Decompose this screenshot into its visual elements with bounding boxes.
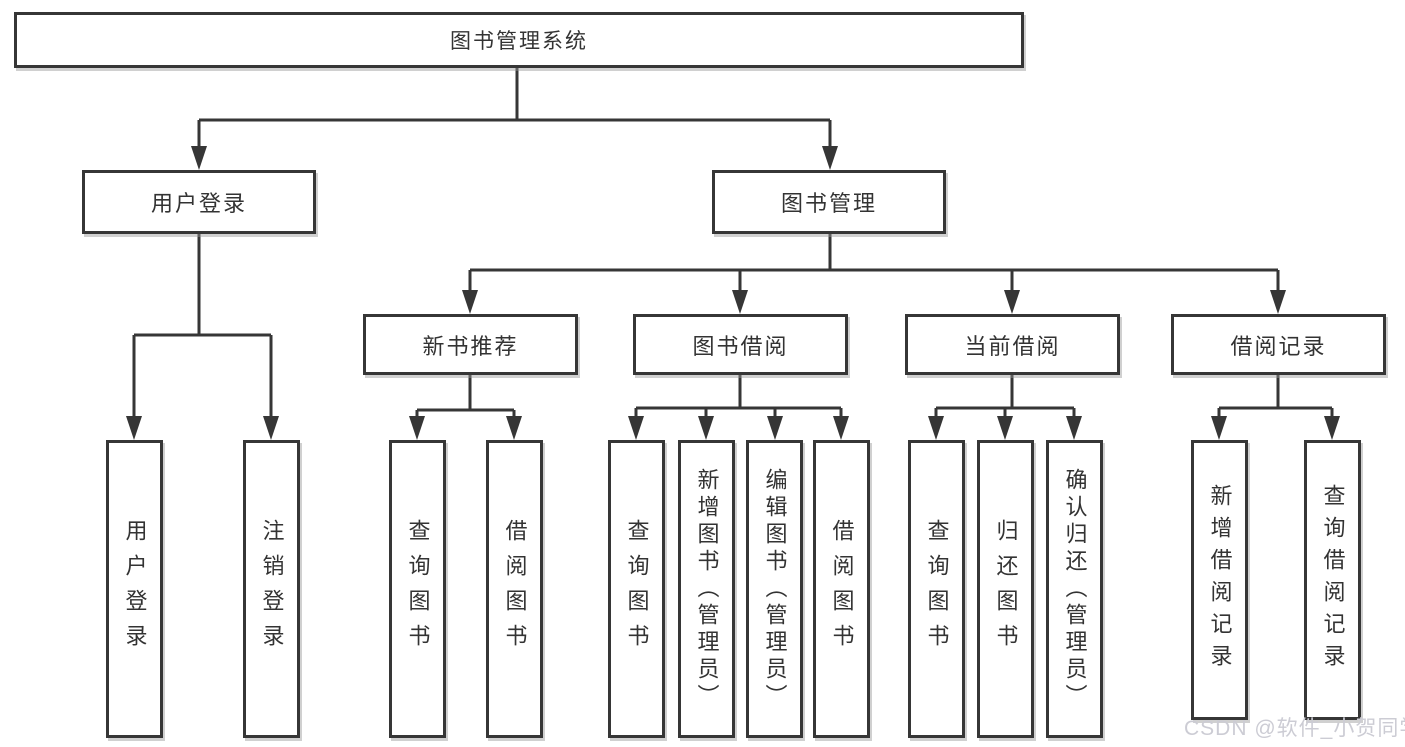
leaf-add-borrow-record: 新增借阅记录 bbox=[1191, 440, 1248, 720]
leaf-query-books-borrow: 查询图书 bbox=[608, 440, 665, 738]
node-new-book-recommend: 新书推荐 bbox=[363, 314, 578, 375]
node-book-management: 图书管理 bbox=[712, 170, 946, 234]
node-borrow-records: 借阅记录 bbox=[1171, 314, 1386, 375]
leaf-borrow-books: 借阅图书 bbox=[813, 440, 870, 738]
leaf-edit-book-admin: 编辑图书（管理员） bbox=[746, 440, 803, 738]
node-user-login: 用户登录 bbox=[82, 170, 316, 234]
node-current-borrow: 当前借阅 bbox=[905, 314, 1120, 375]
leaf-return-book: 归还图书 bbox=[977, 440, 1034, 738]
leaf-query-books-recommend: 查询图书 bbox=[389, 440, 446, 738]
csdn-watermark: CSDN @软件_小贺同学 bbox=[1184, 717, 1405, 740]
leaf-query-books-current: 查询图书 bbox=[908, 440, 965, 738]
leaf-add-book-admin: 新增图书（管理员） bbox=[678, 440, 735, 738]
node-system-root: 图书管理系统 bbox=[14, 12, 1024, 68]
leaf-logout: 注销登录 bbox=[243, 440, 300, 738]
node-book-borrow: 图书借阅 bbox=[633, 314, 848, 375]
leaf-confirm-return-admin: 确认归还（管理员） bbox=[1046, 440, 1103, 738]
leaf-user-login: 用户登录 bbox=[106, 440, 163, 738]
arrowhead-icons bbox=[126, 146, 1340, 440]
leaf-query-borrow-record: 查询借阅记录 bbox=[1304, 440, 1361, 720]
leaf-borrow-books-recommend: 借阅图书 bbox=[486, 440, 543, 738]
